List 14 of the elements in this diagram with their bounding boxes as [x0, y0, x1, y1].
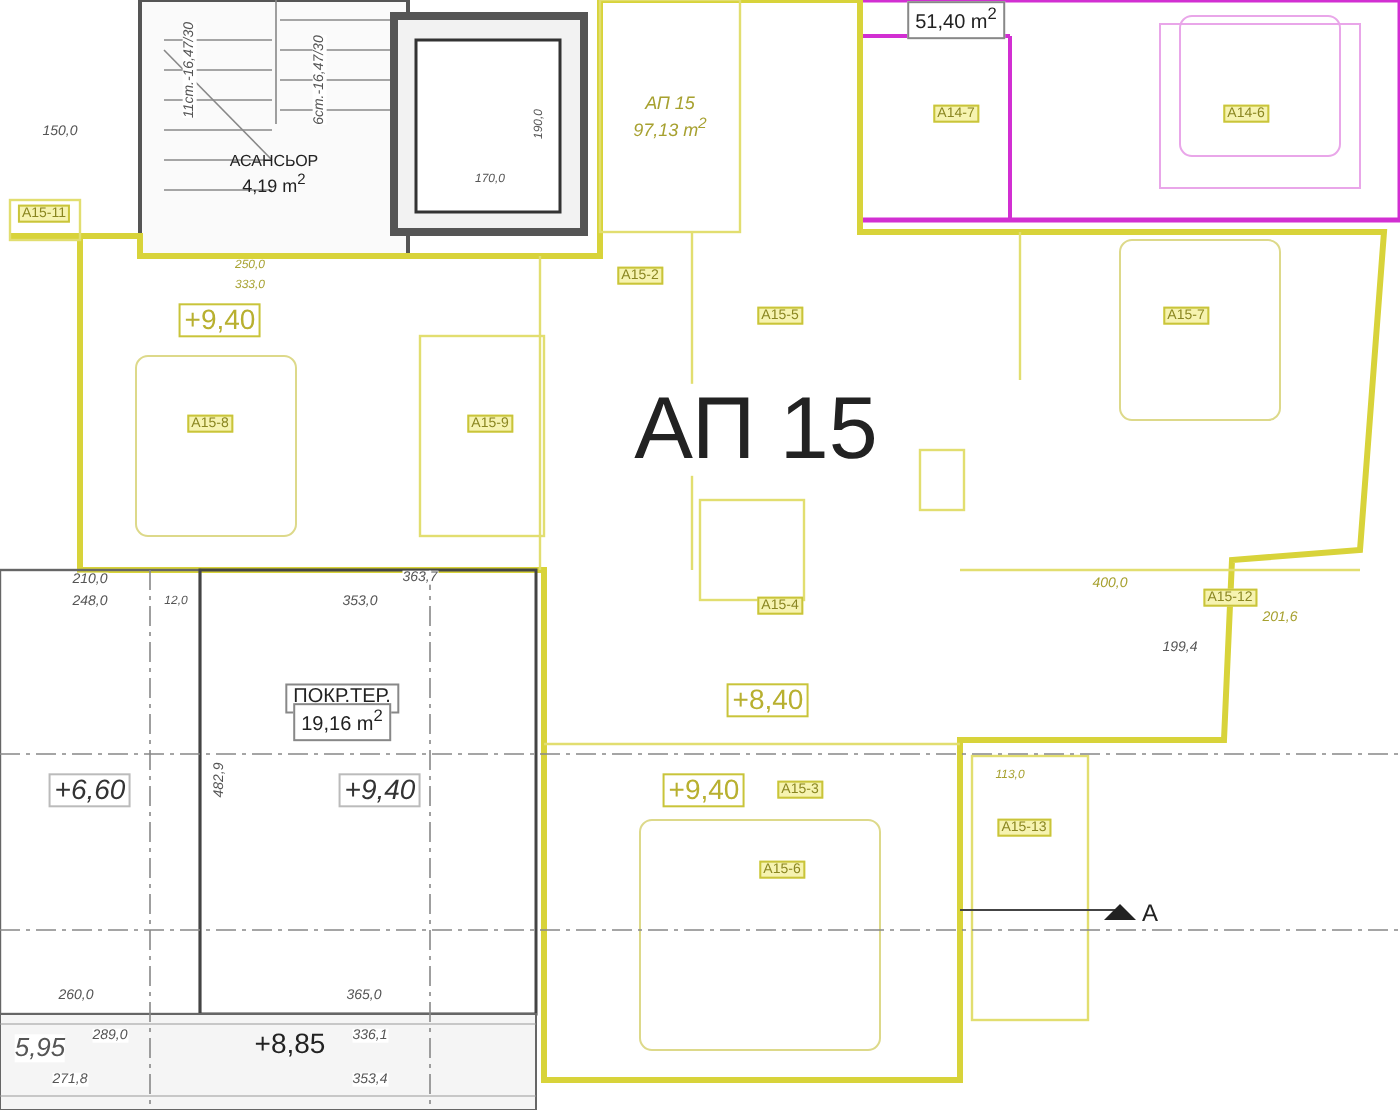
- area-label: 4,19 m$^{2}$: [242, 171, 306, 197]
- level-mark: +9,40: [662, 773, 746, 807]
- room-name: АСАНСЬОР: [229, 153, 319, 171]
- section-mark: A: [1142, 901, 1158, 927]
- level-mark: +8,85: [254, 1029, 326, 1059]
- level-mark: +6,60: [48, 773, 132, 807]
- level-mark: +9,40: [338, 773, 422, 807]
- area-label: 51,40 m$^{2}$: [907, 1, 1005, 39]
- apartment-label: АП 15: [645, 94, 695, 114]
- level-mark: 5,95: [14, 1034, 66, 1062]
- area-label: 97,13 m$^{2}$: [633, 115, 707, 141]
- area-label: 19,16 m$^{2}$: [293, 703, 391, 741]
- level-mark: +8,40: [726, 683, 810, 717]
- level-mark: +9,40: [178, 303, 262, 337]
